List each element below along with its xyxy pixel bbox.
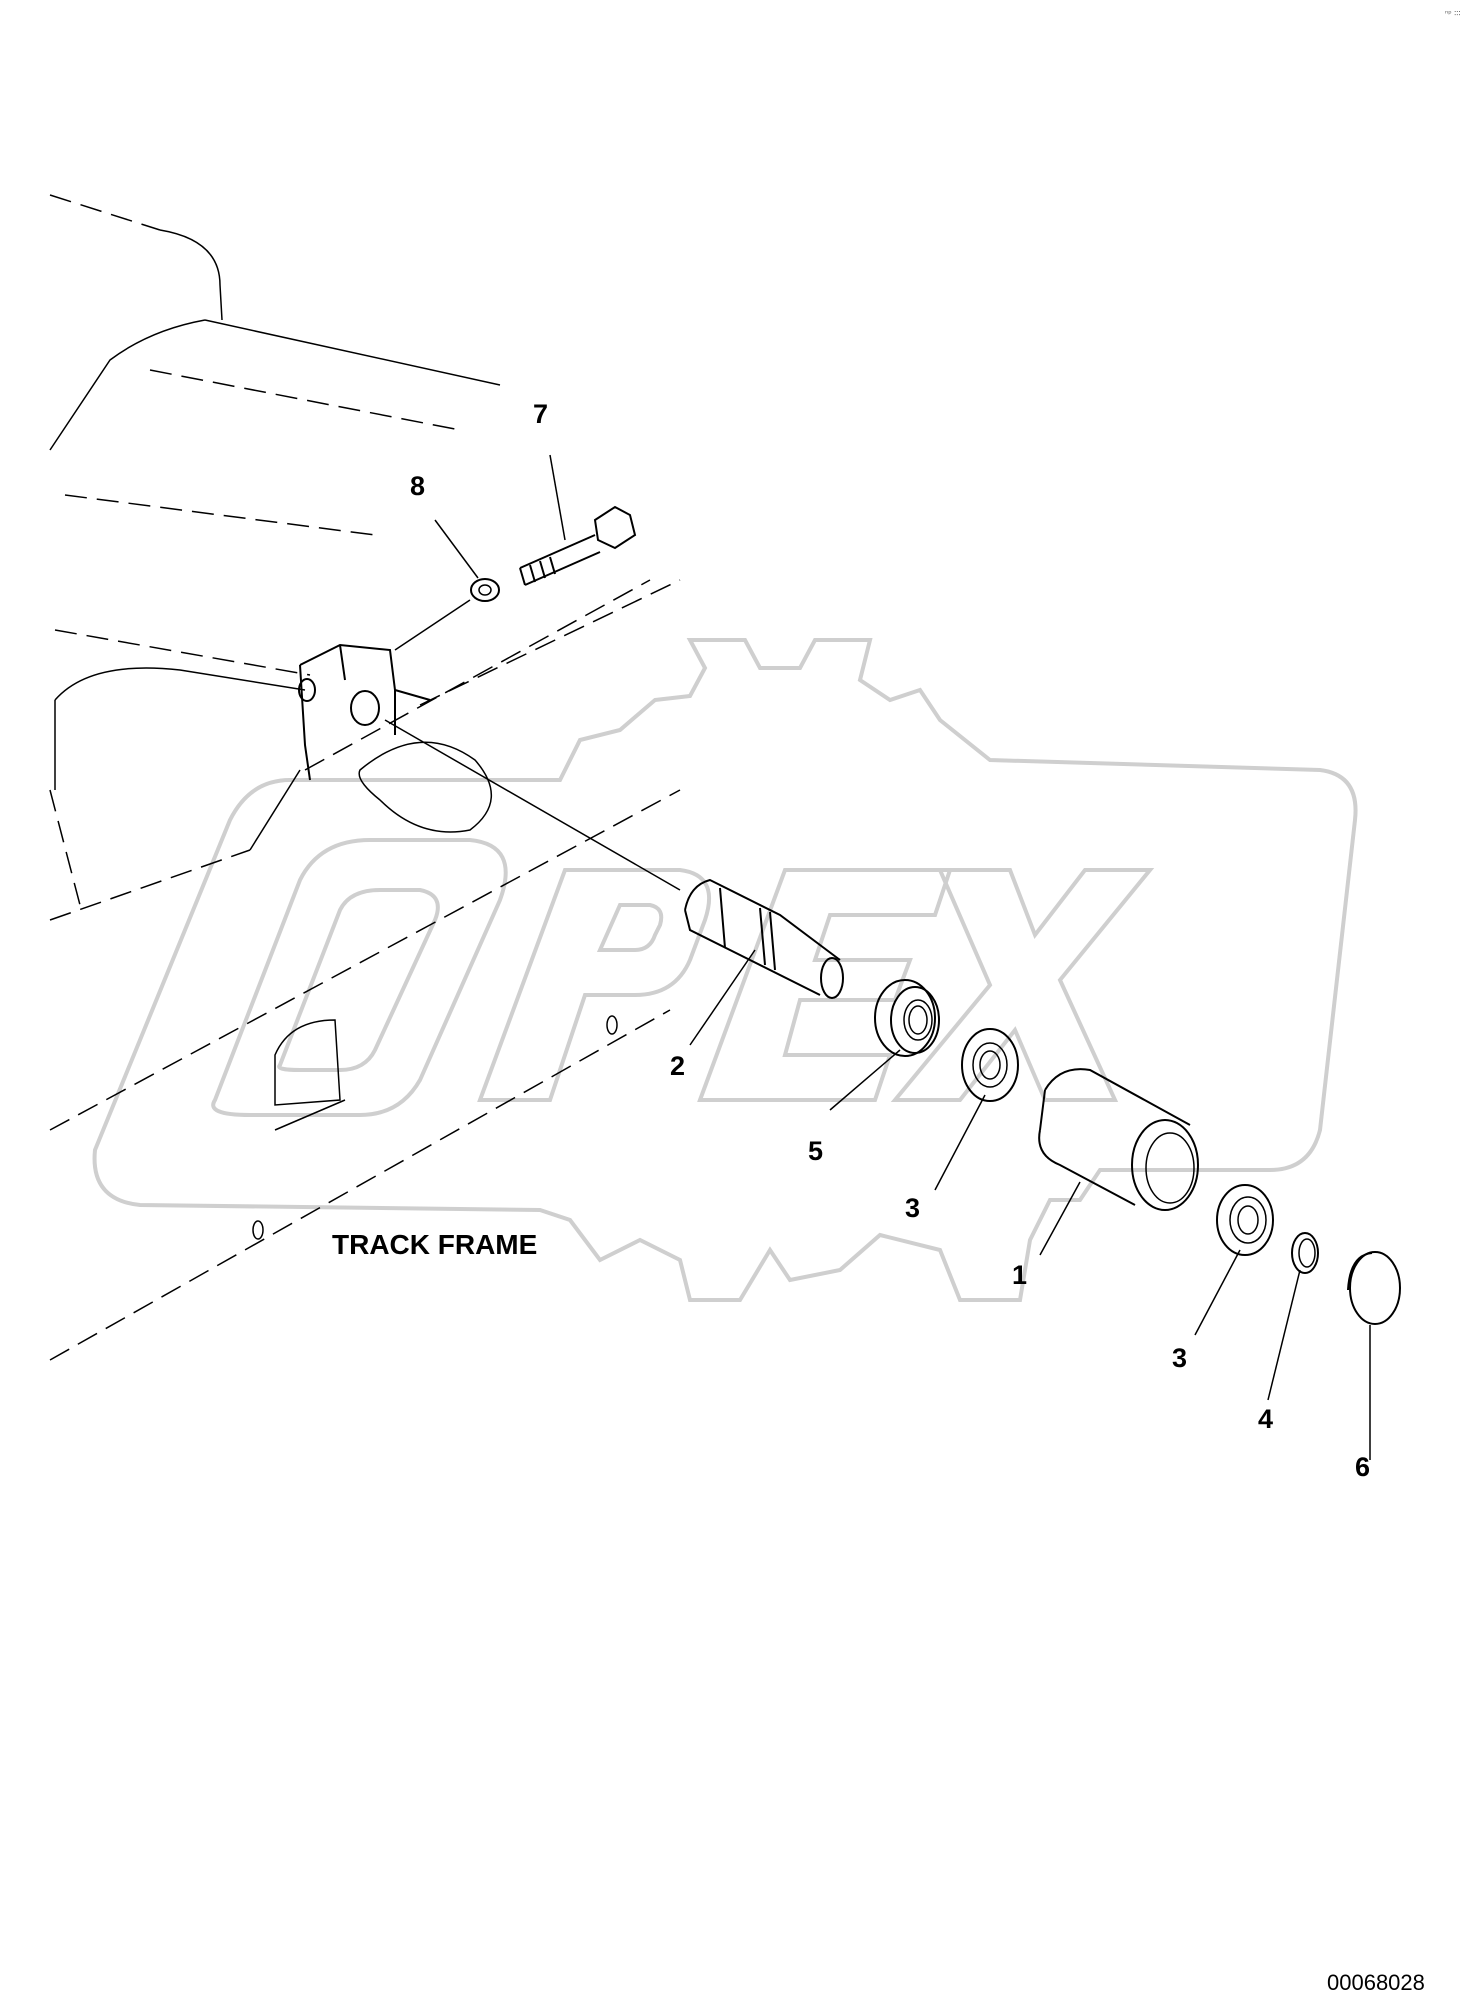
callout-4-snap-ring: 4: [1258, 1404, 1273, 1434]
track-frame-label: TRACK FRAME: [332, 1229, 537, 1260]
washer-hole: [478, 584, 492, 596]
callout-8-washer: 8: [410, 471, 425, 501]
callout-6-cap: 6: [1355, 1452, 1370, 1482]
bearing-outer-part: [1216, 1184, 1274, 1256]
leader-lines: [434, 454, 1371, 1460]
roller-part: [1038, 1068, 1199, 1211]
cap-part: [1347, 1251, 1401, 1325]
callout-2-shaft: 2: [670, 1051, 685, 1081]
washer-part: [470, 578, 500, 602]
corner-mark: ⁿᵖ ∶∶∶: [1445, 9, 1460, 18]
opex-watermark-logo: [92, 638, 1358, 1302]
callout-3-bearing-outer: 3: [1172, 1343, 1187, 1373]
assembly-axis-line: [384, 719, 681, 891]
seal-part: [874, 979, 940, 1057]
bolt-axis-line: [394, 599, 471, 651]
bearing-inner-part: [961, 1028, 1019, 1102]
callout-5-seal: 5: [808, 1136, 823, 1166]
bolt-part: [519, 505, 637, 586]
callout-1-roller: 1: [1012, 1260, 1027, 1290]
document-number: 00068028: [1327, 1970, 1425, 1995]
track-frame-drawing: [49, 194, 681, 1361]
snap-ring-part: [1291, 1232, 1319, 1274]
callout-3-bearing-inner: 3: [905, 1193, 920, 1223]
shaft-part: [684, 878, 844, 999]
callout-7-bolt: 7: [533, 399, 548, 429]
